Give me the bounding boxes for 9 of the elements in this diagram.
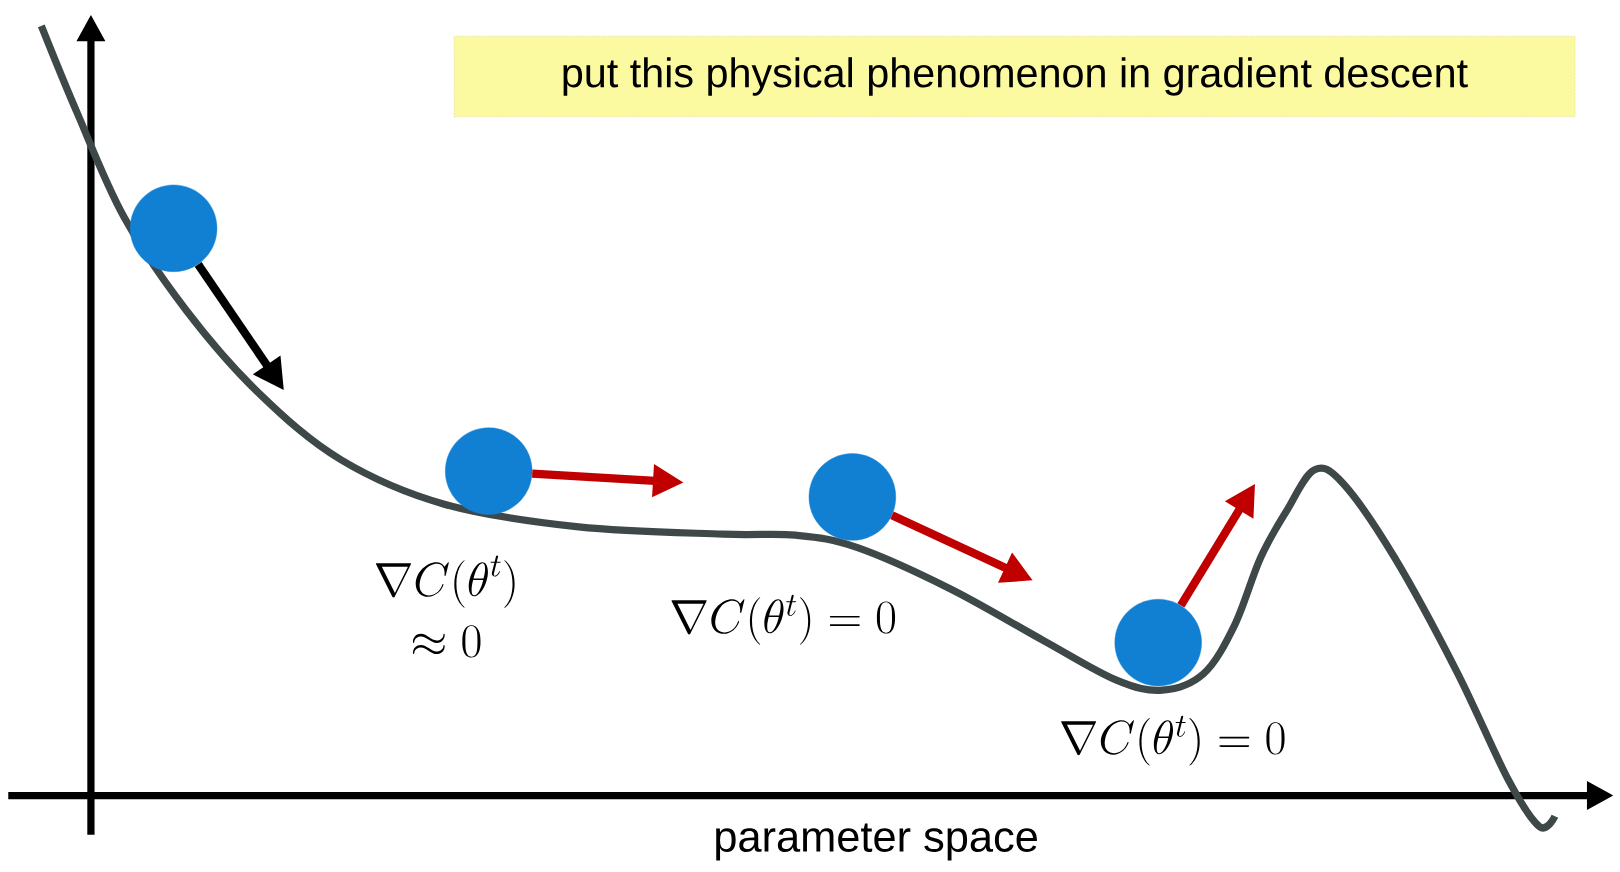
- ball: [130, 184, 218, 272]
- ball: [445, 427, 533, 515]
- ball: [1114, 599, 1202, 687]
- title-box: put this physical phenomenon in gradient descent: [453, 35, 1576, 117]
- formula-label: $\nabla C(\theta^t) = 0$: [671, 594, 896, 645]
- formula-label: $\nabla C(\theta^t) = 0$: [1061, 715, 1285, 766]
- ball: [808, 453, 896, 541]
- formula-label: $\begin{gathered}\nabla C(\theta^t)\\ \approx 0\end{gathered}$: [375, 555, 515, 658]
- axis-label: parameter space: [716, 823, 1037, 861]
